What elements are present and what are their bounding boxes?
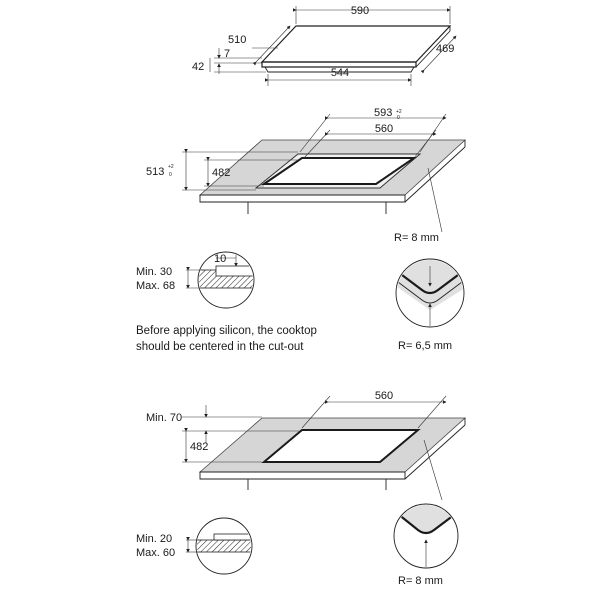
worktop-standard-front — [199, 471, 406, 480]
dim-510-line — [252, 25, 291, 66]
dim-step: 10 — [214, 253, 226, 265]
cooktop-dimensions: 590 510 469 544 7 42 — [192, 5, 457, 86]
dim-cooktop-bottom-depth: 469 — [436, 43, 454, 55]
thickness-max-flush: Max. 68 — [136, 280, 175, 292]
dim-469-line — [420, 35, 457, 74]
dim-593-tol-bottom: 0 — [397, 115, 400, 121]
dim-cooktop-glass-height: 7 — [224, 48, 230, 60]
detail-leader — [427, 167, 443, 233]
dim-593-tol-top: +2 — [396, 109, 402, 115]
standard-cutout-diagram: 560 Min. 70 482 R= 8 mm — [136, 390, 467, 587]
worktop-standard-side — [404, 424, 466, 480]
corner-detail-standard — [393, 503, 459, 569]
dim-cutout-outer-depth: 513 — [146, 166, 164, 178]
cooktop-glass — [260, 25, 452, 63]
radius-inner-label: R= 6,5 mm — [398, 340, 452, 352]
radius-standard-label: R= 8 mm — [398, 575, 443, 587]
thickness-min-flush: Min. 30 — [136, 266, 172, 278]
worktop-flush-front — [199, 194, 406, 203]
edge-detail-standard — [195, 517, 253, 575]
flush-cutout-diagram: 593 +2 0 560 513 +2 0 482 R= 8 mm — [136, 107, 467, 353]
edge-detail-flush — [197, 251, 255, 309]
dim-cutout-outer-width: 593 — [374, 107, 392, 119]
dim-cooktop-bottom-width: 544 — [331, 67, 349, 79]
cooktop-body — [264, 66, 415, 73]
corner-detail-flush — [395, 258, 465, 328]
dim-cutout-inner-width: 560 — [375, 123, 393, 135]
dim-cooktop-total-height: 42 — [192, 61, 204, 73]
front-distance-label: Min. 70 — [146, 412, 182, 424]
dim-standard-width: 560 — [375, 390, 393, 402]
dim-593-ext-left — [299, 113, 331, 153]
detail-leader-2 — [423, 439, 443, 501]
dim-cutout-inner-depth: 482 — [212, 167, 230, 179]
radius-outer-label: R= 8 mm — [394, 232, 439, 244]
thickness-min-standard: Min. 20 — [136, 533, 172, 545]
dim-standard-depth: 482 — [190, 441, 208, 453]
dim-513-tol-top: +2 — [168, 164, 174, 170]
dim-cooktop-depth: 510 — [228, 34, 246, 46]
silicon-note-line2: should be centered in the cut-out — [136, 341, 304, 353]
thickness-max-standard: Max. 60 — [136, 547, 175, 559]
worktop-flush-side — [404, 146, 466, 203]
standard-cutout-hole — [261, 429, 421, 463]
dim-cooktop-width: 590 — [351, 5, 369, 17]
silicon-note-line1: Before applying silicon, the cooktop — [136, 325, 317, 337]
dim-513-tol-bottom: 0 — [169, 172, 172, 178]
